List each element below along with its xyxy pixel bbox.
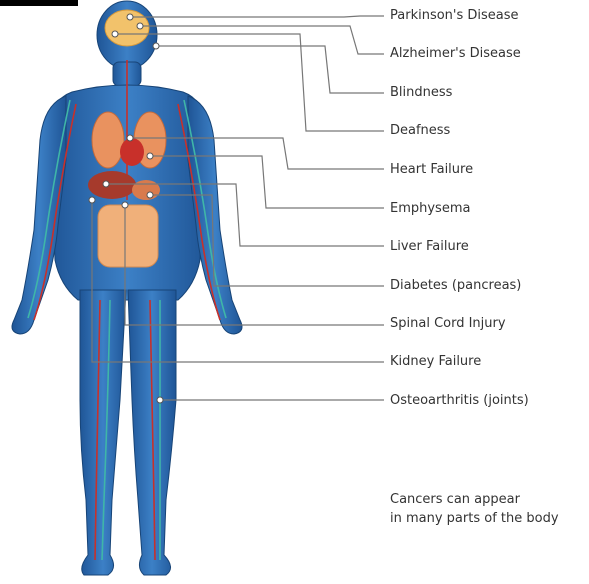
leader-line — [130, 16, 384, 17]
condition-label: Kidney Failure — [390, 354, 481, 370]
condition-label: Osteoarthritis (joints) — [390, 393, 529, 409]
cancer-note: Cancers can appear in many parts of the … — [390, 490, 559, 528]
cancer-note-line-1: Cancers can appear — [390, 490, 559, 509]
leader-dot — [127, 135, 133, 141]
leader-dot — [112, 31, 118, 37]
cancer-note-line-2: in many parts of the body — [390, 509, 559, 528]
left-lung-shape — [92, 112, 124, 168]
condition-label: Emphysema — [390, 201, 470, 217]
leader-dot — [89, 197, 95, 203]
leader-dot — [147, 192, 153, 198]
intestines-shape — [98, 205, 158, 267]
condition-label: Spinal Cord Injury — [390, 316, 506, 332]
liver-shape — [88, 171, 136, 199]
right-arm-shape — [188, 96, 242, 334]
leader-dot — [122, 202, 128, 208]
leader-line — [140, 26, 384, 54]
leader-dot — [153, 43, 159, 49]
leader-dot — [127, 14, 133, 20]
leader-line — [156, 46, 384, 93]
condition-label: Heart Failure — [390, 162, 473, 178]
heart-shape — [120, 138, 144, 166]
stomach-shape — [132, 180, 160, 200]
leader-dot — [103, 181, 109, 187]
leader-dot — [137, 23, 143, 29]
condition-label: Parkinson's Disease — [390, 8, 519, 24]
condition-label: Blindness — [390, 85, 452, 101]
condition-label: Diabetes (pancreas) — [390, 278, 521, 294]
left-arm-shape — [12, 96, 66, 334]
leader-dot — [147, 153, 153, 159]
condition-label: Alzheimer's Disease — [390, 46, 521, 62]
condition-label: Liver Failure — [390, 239, 469, 255]
condition-label: Deafness — [390, 123, 450, 139]
leader-dot — [157, 397, 163, 403]
